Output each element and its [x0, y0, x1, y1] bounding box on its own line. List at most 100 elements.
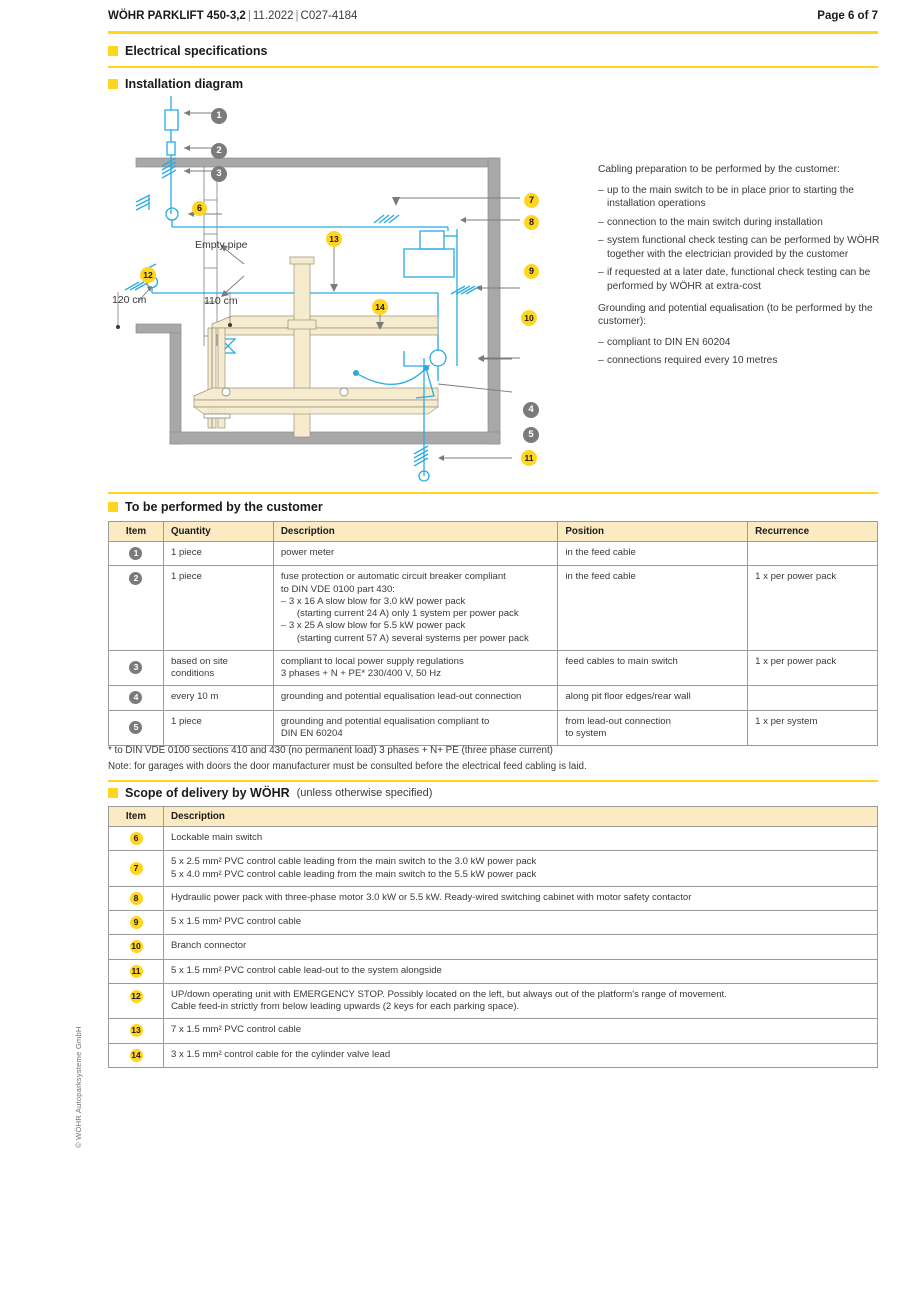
list-item: connection to the main switch during ins… — [598, 216, 883, 230]
footer-copyright: © WÖHR Autoparksysteme GmbH — [74, 1026, 83, 1148]
diagram-callout-13: 13 — [326, 229, 342, 247]
list-item: compliant to DIN EN 60204 — [598, 336, 883, 350]
quantity-text: based on site conditions — [170, 655, 229, 680]
description-line: UP/down operating unit with EMERGENCY ST… — [171, 988, 727, 1000]
item-badge-cell: 8 — [108, 885, 164, 912]
table-row: 4 every 10 m grounding and potential equ… — [108, 685, 878, 711]
description-cell: Hydraulic power pack with three-phase mo… — [163, 885, 878, 912]
bullet-square-icon — [108, 79, 118, 89]
document-header: WÖHR PARKLIFT 450-3,2|11.2022|C027-4184 … — [108, 10, 878, 22]
column-header-position: Position — [557, 521, 749, 542]
description-line: DIN EN 60204 — [280, 727, 343, 739]
description-line: power meter — [280, 547, 335, 558]
position-cell: along pit floor edges/rear wall — [557, 685, 749, 711]
item-badge-cell: 12 — [108, 982, 164, 1020]
diagram-callout-5: 5 — [523, 424, 539, 443]
installation-diagram-drawing: .blue { stroke:#29ABE2; stroke-width:1.3… — [108, 96, 568, 491]
section-installation-diagram: Installation diagram — [108, 77, 878, 91]
quantity-cell: every 10 m — [162, 685, 274, 711]
document-code: C027-4184 — [300, 10, 358, 22]
quantity-cell: 1 piece — [162, 540, 274, 567]
diagram-callout-4: 4 — [523, 399, 539, 418]
quantity-cell: 1 piece — [162, 565, 274, 651]
product-model: WÖHR PARKLIFT 450-3,2 — [108, 10, 246, 22]
header-rule — [108, 31, 878, 34]
recurrence-cell: 1 x per power pack — [747, 649, 878, 687]
footnote-asterisk: * to DIN VDE 0100 sections 410 and 430 (… — [108, 745, 553, 756]
table-row: 8 Hydraulic power pack with three-phase … — [108, 885, 878, 912]
item-badge: 11 — [129, 964, 143, 978]
description-cell: 7 x 1.5 mm² PVC control cable — [163, 1018, 878, 1044]
table-row: 13 7 x 1.5 mm² PVC control cable — [108, 1018, 878, 1044]
grounding-list: compliant to DIN EN 60204 connections re… — [598, 336, 883, 368]
section-label: To be performed by the customer — [125, 500, 323, 514]
cabling-heading: Cabling preparation to be performed by t… — [598, 164, 840, 175]
list-item: 3 x 16 A slow blow for 3.0 kW power pack — [281, 596, 552, 609]
description-cell: Branch connector — [163, 934, 878, 960]
description-cell: fuse protection or automatic circuit bre… — [272, 565, 559, 651]
item-badge-cell: 3 — [108, 649, 164, 687]
table-row: 9 5 x 1.5 mm² PVC control cable — [108, 910, 878, 936]
position-cell: from lead-out connection to system — [557, 709, 749, 747]
item-badge-cell: 13 — [108, 1018, 164, 1044]
item-badge-cell: 1 — [108, 540, 164, 567]
table-row: 5 1 piece grounding and potential equali… — [108, 709, 878, 747]
diagram-callout-6: 6 — [192, 198, 207, 216]
column-header-recurrence: Recurrence — [747, 521, 878, 542]
description-line: Lockable main switch — [171, 832, 263, 843]
description-cell: power meter — [272, 540, 559, 567]
description-line: 5 x 2.5 mm² PVC control cable leading fr… — [171, 856, 537, 868]
section-scope-of-delivery: Scope of delivery by WÖHR (unless otherw… — [108, 786, 878, 800]
description-cell: UP/down operating unit with EMERGENCY ST… — [163, 982, 878, 1020]
item-badge: 10 — [129, 940, 143, 954]
document-date: 11.2022 — [252, 10, 294, 22]
item-badge-cell: 2 — [108, 565, 164, 651]
footnote-note: Note: for garages with doors the door ma… — [108, 761, 587, 773]
table-row: 7 5 x 2.5 mm² PVC control cable leading … — [108, 850, 878, 887]
description-line: grounding and potential equalisation lea… — [280, 691, 522, 703]
description-cell: grounding and potential equalisation lea… — [272, 685, 559, 711]
header-title-group: WÖHR PARKLIFT 450-3,2|11.2022|C027-4184 — [108, 10, 357, 22]
table-row: 1 1 piece power meter in the feed cable — [108, 540, 878, 567]
table-row: 14 3 x 1.5 mm² control cable for the cyl… — [108, 1042, 878, 1068]
description-line: Cable feed-in strictly from below leadin… — [171, 1001, 520, 1013]
item-badge: 4 — [129, 691, 143, 705]
header-separator-2: | — [295, 10, 299, 22]
diagram-callout-11: 11 — [521, 448, 537, 466]
diagram-dimension-mid: 110 cm — [204, 295, 238, 307]
list-item: (starting current 24 A) only 1 system pe… — [296, 608, 519, 620]
scope-of-delivery-table: Item Description 6 Lockable main switch … — [108, 806, 878, 1068]
section-sublabel: (unless otherwise specified) — [296, 787, 433, 799]
recurrence-cell: 1 x per power pack — [747, 565, 878, 651]
section-customer-table: To be performed by the customer — [108, 500, 878, 514]
description-line: 3 phases + N + PE* 230/400 V, 50 Hz — [280, 668, 442, 680]
section-label: Installation diagram — [125, 77, 244, 91]
rule-above-scope-table — [108, 780, 878, 782]
item-badge: 5 — [129, 721, 143, 735]
description-cell: 5 x 2.5 mm² PVC control cable leading fr… — [163, 850, 878, 887]
table-row: 2 1 piece fuse protection or automatic c… — [108, 565, 878, 651]
bullet-square-icon — [108, 502, 118, 512]
recurrence-cell — [747, 685, 878, 711]
diagram-dimension-left: 120 cm — [112, 294, 147, 306]
description-line: 5 x 1.5 mm² PVC control cable lead-out t… — [171, 964, 442, 976]
description-line: 7 x 1.5 mm² PVC control cable — [171, 1024, 302, 1036]
section-label: Scope of delivery by WÖHR — [125, 786, 290, 800]
item-badge: 13 — [129, 1024, 143, 1038]
table-row: 3 based on site conditions compliant to … — [108, 649, 878, 687]
list-item: system functional check testing can be p… — [598, 234, 883, 261]
position-line: to system — [565, 727, 607, 739]
table-header-row: Item Description — [108, 806, 878, 827]
recurrence-cell: 1 x per system — [747, 709, 878, 747]
description-line: compliant to local power supply regulati… — [280, 655, 464, 667]
bullet-square-icon — [108, 46, 118, 56]
description-line: fuse protection or automatic circuit bre… — [280, 571, 506, 583]
item-badge: 6 — [129, 832, 143, 845]
description-line: 5 x 4.0 mm² PVC control cable leading fr… — [171, 868, 537, 880]
item-badge: 12 — [129, 989, 143, 1003]
table-row: 6 Lockable main switch — [108, 825, 878, 852]
table-row: 11 5 x 1.5 mm² PVC control cable lead-ou… — [108, 958, 878, 984]
position-cell: in the feed cable — [557, 565, 749, 651]
diagram-label-empty-pipe: Empty pipe — [195, 239, 248, 251]
